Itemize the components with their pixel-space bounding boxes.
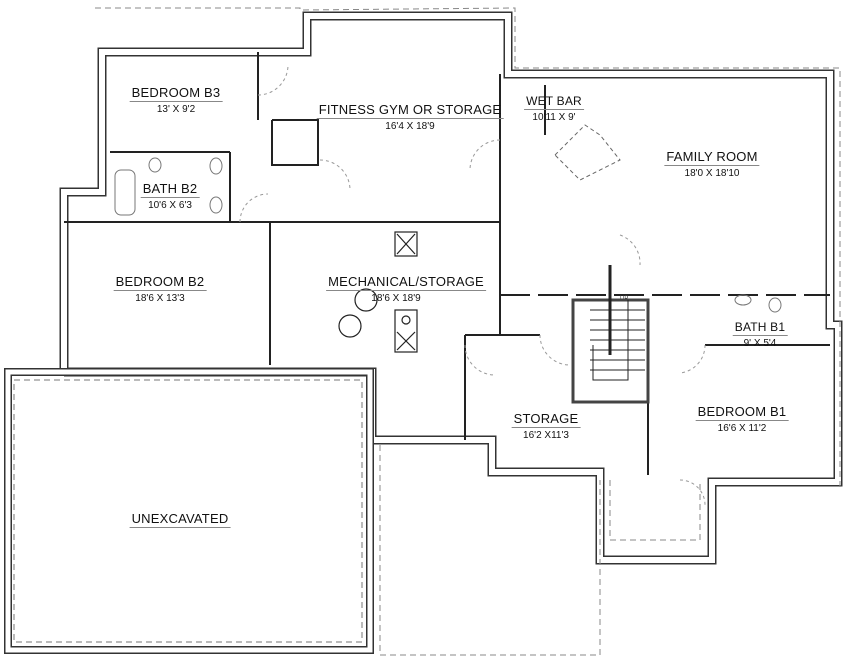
room-storage: STORAGE 16'2 X11'3 — [511, 410, 581, 441]
room-dims: 16'2 X11'3 — [523, 430, 569, 441]
room-dims: 9' X 5'4 — [743, 338, 777, 349]
room-name: MECHANICAL/STORAGE — [326, 274, 486, 291]
room-dims: 18'0 X 18'10 — [684, 168, 740, 179]
interior-walls — [64, 52, 830, 475]
wet-bar-counter — [554, 124, 621, 181]
door-swings — [239, 64, 706, 506]
room-name: BEDROOM B3 — [129, 85, 223, 102]
room-name: BATH B1 — [732, 320, 788, 336]
room-name: STORAGE — [511, 411, 581, 428]
room-bath-b2: BATH B2 10'6 X 6'3 — [140, 180, 200, 211]
room-bedroom-b1: BEDROOM B1 16'6 X 11'2 — [695, 403, 789, 434]
room-bath-b1: BATH B1 9' X 5'4 — [732, 318, 788, 349]
room-fitness-gym: FITNESS GYM OR STORAGE 16'4 X 18'9 — [316, 101, 504, 132]
bath-fixtures — [114, 157, 782, 313]
room-bedroom-b2: BEDROOM B2 18'6 X 13'3 — [113, 273, 207, 304]
room-dims: 16'4 X 18'9 — [385, 121, 435, 132]
room-dims: 10'6 X 6'3 — [148, 200, 192, 211]
room-dims: 18'6 X 13'3 — [135, 293, 185, 304]
room-dims: 16'6 X 11'2 — [717, 423, 767, 434]
room-name: FAMILY ROOM — [664, 149, 760, 166]
mechanical-equipment — [338, 231, 418, 353]
room-name: BATH B2 — [140, 181, 200, 198]
room-name: UNEXCAVATED — [129, 511, 231, 528]
room-unexcavated: UNEXCAVATED — [129, 510, 231, 528]
room-name: WET BAR — [524, 94, 584, 110]
room-dims: 10'11 X 9' — [532, 112, 576, 123]
room-name: BEDROOM B1 — [695, 404, 789, 421]
room-wet-bar: WET BAR 10'11 X 9' — [524, 92, 584, 123]
room-mechanical-storage: MECHANICAL/STORAGE 18'6 X 18'9 — [326, 273, 486, 304]
room-bedroom-b3: BEDROOM B3 13' X 9'2 — [129, 84, 223, 115]
room-dims: 13' X 9'2 — [156, 104, 196, 115]
room-name: FITNESS GYM OR STORAGE — [316, 102, 504, 119]
room-family-room: FAMILY ROOM 18'0 X 18'10 — [664, 148, 760, 179]
staircase — [571, 265, 650, 404]
stair-up-label: UP — [620, 296, 628, 302]
room-dims: 18'6 X 18'9 — [371, 293, 421, 304]
room-name: BEDROOM B2 — [113, 274, 207, 291]
